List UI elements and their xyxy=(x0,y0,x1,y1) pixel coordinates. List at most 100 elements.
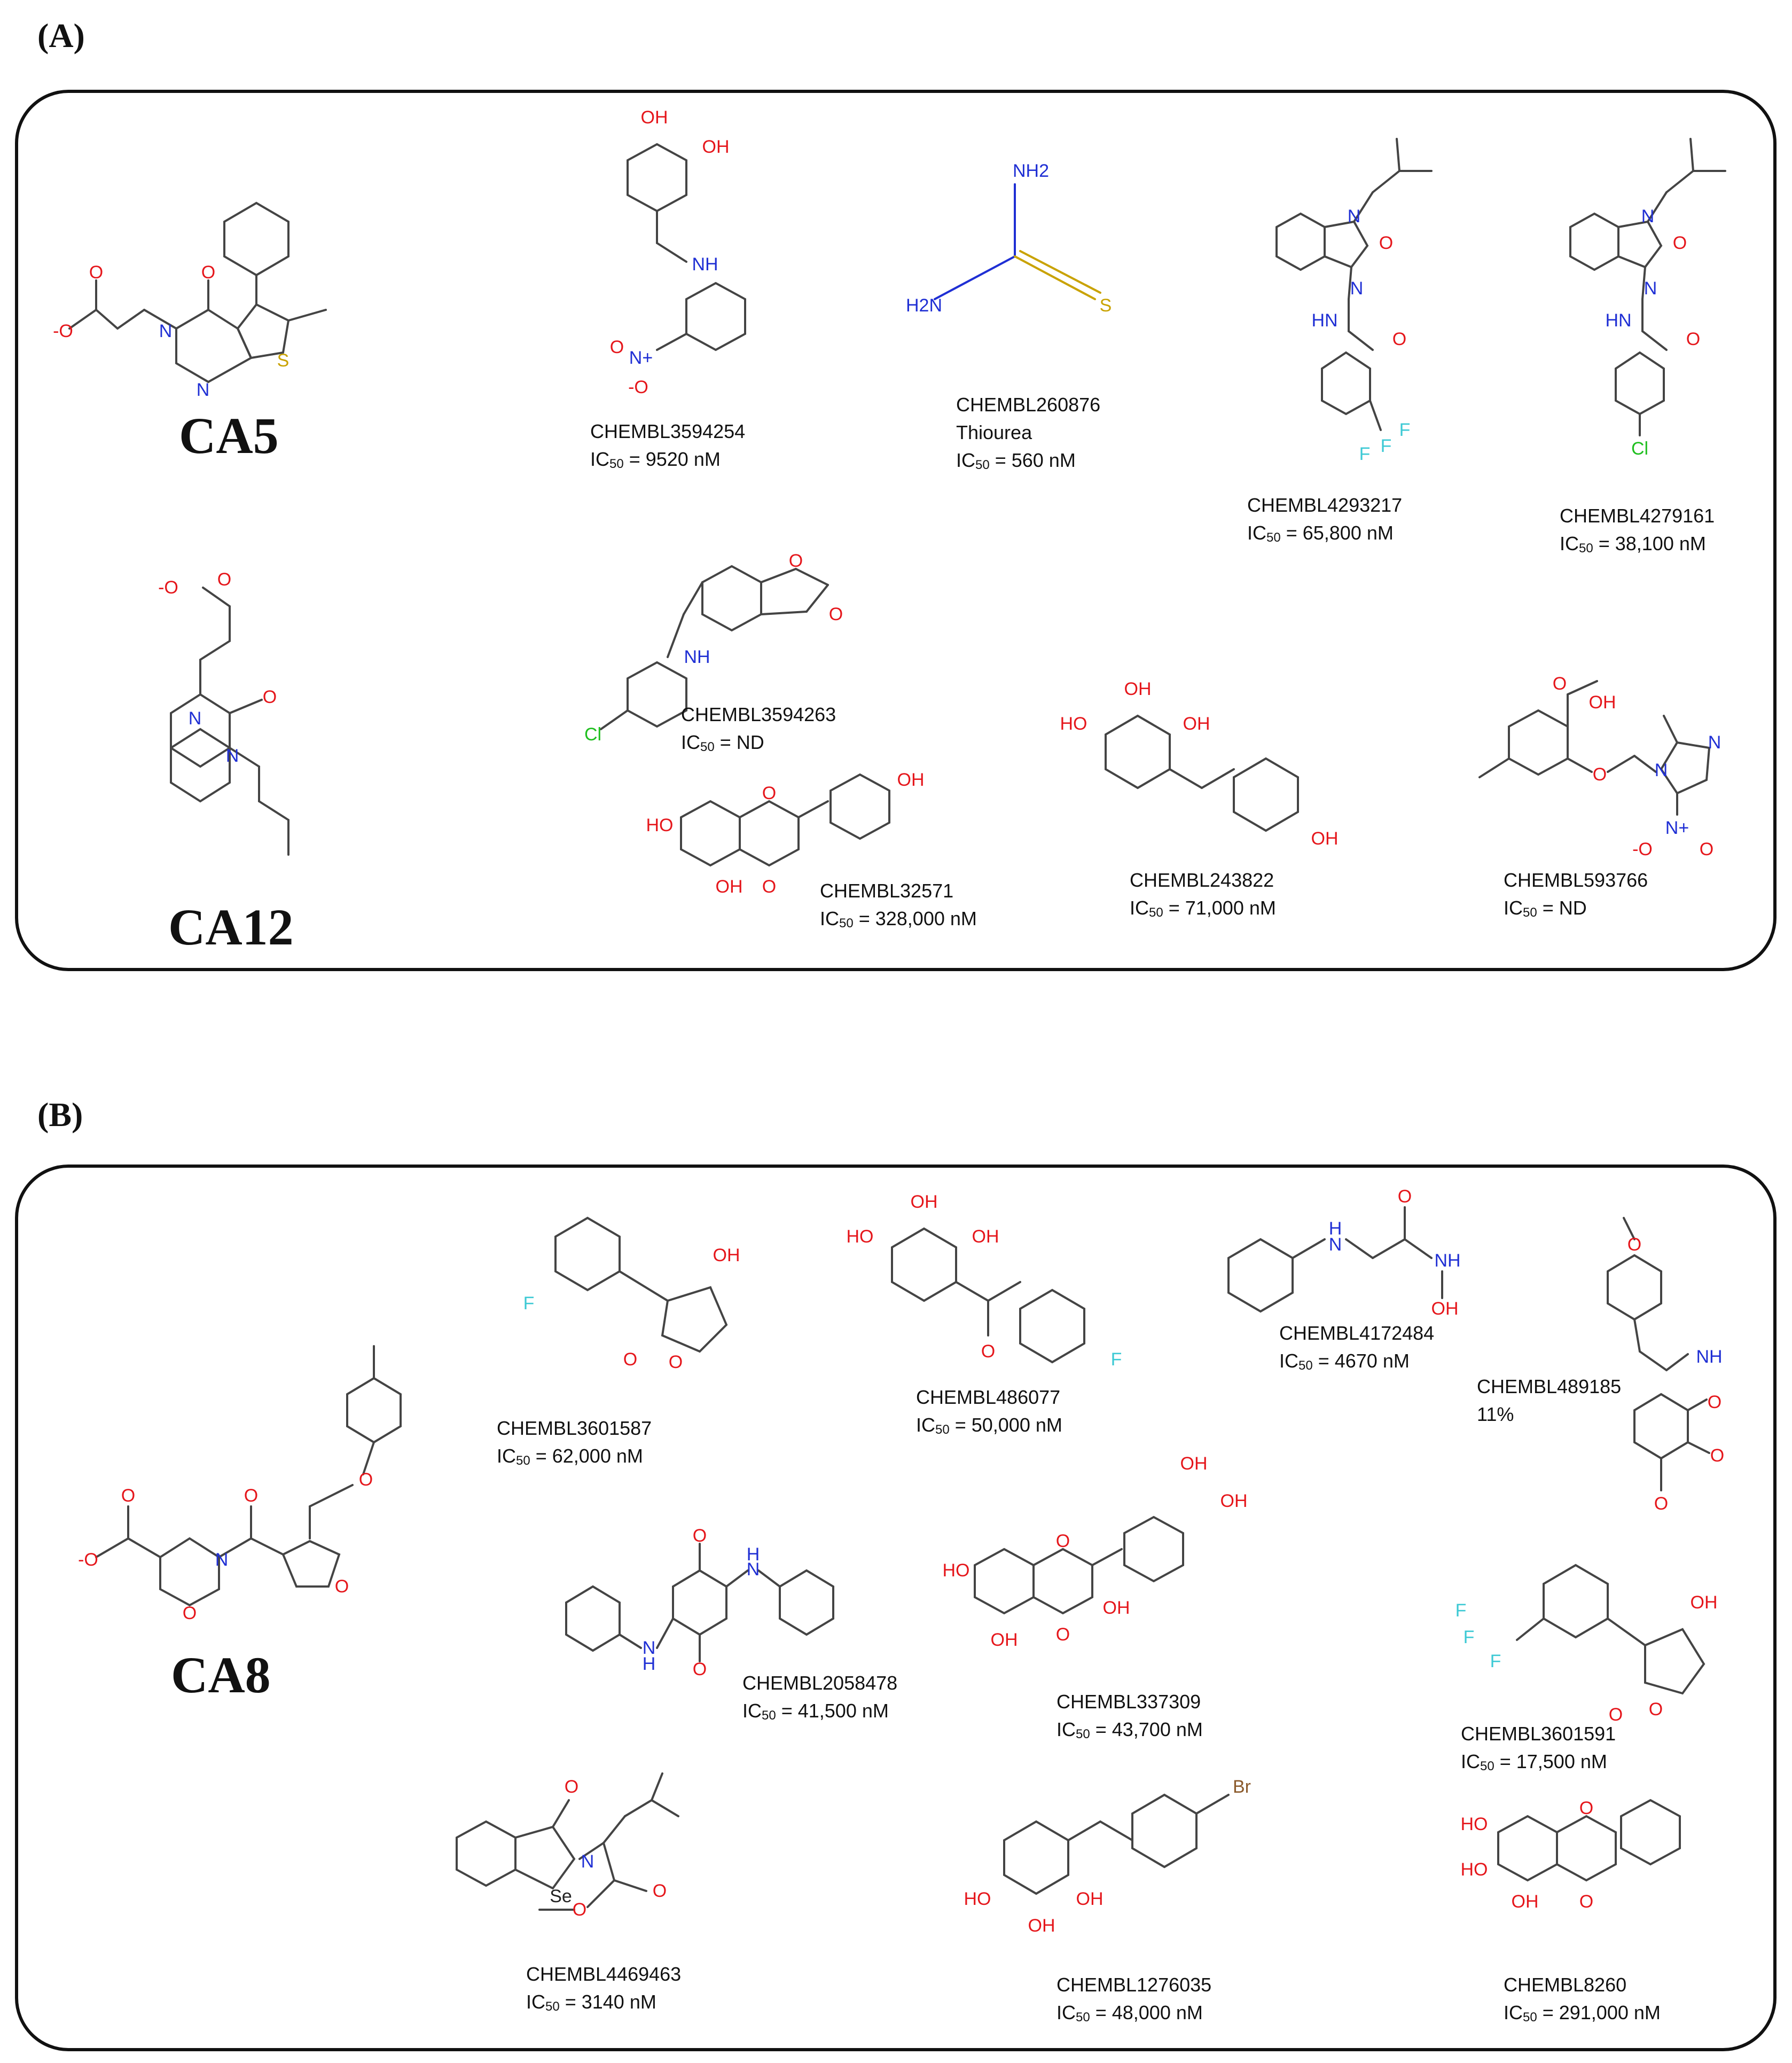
molecule-chembl4279161: N O N HN O Cl xyxy=(1569,138,1726,459)
svg-text:HN: HN xyxy=(1311,310,1337,331)
compound-id: CHEMBL3594263 xyxy=(681,704,836,725)
svg-text:O: O xyxy=(610,337,624,357)
svg-text:NH: NH xyxy=(1434,1251,1460,1271)
compound-id: CHEMBL4293217 xyxy=(1247,494,1403,516)
svg-text:HO: HO xyxy=(943,1560,970,1581)
svg-text:N: N xyxy=(159,321,173,341)
compound-activity: IC50 = 4670 nM xyxy=(1279,1350,1410,1373)
compound-id: CHEMBL4279161 xyxy=(1560,505,1715,527)
svg-text:N: N xyxy=(226,746,239,766)
compound-id: CHEMBL32571 xyxy=(820,880,954,902)
svg-text:NH: NH xyxy=(692,254,718,275)
compound-id: CHEMBL1276035 xyxy=(1057,1974,1212,1996)
svg-text:O: O xyxy=(693,1526,707,1546)
svg-text:O: O xyxy=(121,1486,135,1506)
panel-b-letter: (B) xyxy=(37,1096,83,1134)
compound-activity: IC50 = 17,500 nM xyxy=(1461,1751,1607,1773)
svg-text:HO: HO xyxy=(847,1226,874,1247)
svg-text:H2N: H2N xyxy=(906,295,942,316)
svg-text:OH: OH xyxy=(1431,1299,1459,1319)
svg-text:O: O xyxy=(89,262,103,283)
panel-a-frame xyxy=(15,90,1777,971)
svg-text:O: O xyxy=(201,262,215,283)
svg-text:O: O xyxy=(1392,329,1406,349)
molecule-chembl486077: OH OH HO O F xyxy=(847,1192,1122,1370)
svg-text:F: F xyxy=(523,1293,535,1314)
compound-id: CHEMBL3601587 xyxy=(497,1417,652,1439)
compound-id: CHEMBL2058478 xyxy=(742,1672,898,1694)
svg-text:O: O xyxy=(1686,329,1700,349)
svg-text:O: O xyxy=(789,551,803,571)
svg-text:OH: OH xyxy=(641,107,668,128)
compound-activity: IC50 = 9520 nM xyxy=(590,448,721,471)
compound-id: CHEMBL4469463 xyxy=(526,1963,682,1985)
svg-text:Br: Br xyxy=(1233,1777,1251,1797)
svg-text:O: O xyxy=(1379,233,1393,253)
svg-text:OH: OH xyxy=(716,877,743,897)
molecule-chembl1276035: Br HO OH OH xyxy=(964,1777,1251,1936)
compound-label-chembl243822: CHEMBL243822 IC50 = 71,000 nM xyxy=(1130,866,1276,927)
compound-id: CHEMBL489185 xyxy=(1477,1376,1622,1397)
svg-text:O: O xyxy=(217,569,231,590)
compound-activity: IC50 = 71,000 nM xyxy=(1130,897,1276,920)
compound-label-chembl3601587: CHEMBL3601587 IC50 = 62,000 nM xyxy=(497,1415,652,1475)
compound-label-chembl489185: CHEMBL489185 11% xyxy=(1477,1373,1621,1433)
compound-id: CHEMBL3601591 xyxy=(1461,1723,1616,1745)
svg-text:O: O xyxy=(762,783,776,803)
svg-text:H: H xyxy=(1329,1218,1342,1239)
svg-text:-O: -O xyxy=(53,321,73,341)
svg-text:N: N xyxy=(1655,760,1668,780)
svg-text:O: O xyxy=(565,1777,578,1797)
compound-label-chembl486077: CHEMBL486077 IC50 = 50,000 nM xyxy=(916,1384,1062,1444)
molecule-chembl593766: O OH O N N N+ -O O xyxy=(1478,674,1721,859)
template-label-ca8: CA8 xyxy=(171,1646,271,1703)
svg-text:N: N xyxy=(1348,206,1361,226)
svg-text:N: N xyxy=(197,380,210,400)
svg-text:F: F xyxy=(1455,1600,1467,1621)
svg-text:O: O xyxy=(1700,839,1713,859)
compound-name: Thiourea xyxy=(956,421,1032,443)
compound-label-chembl4469463: CHEMBL4469463 IC50 = 3140 nM xyxy=(526,1960,681,2021)
compound-id: CHEMBL486077 xyxy=(916,1386,1061,1408)
molecule-chembl3594254: OH OH NH N+ O -O xyxy=(610,107,746,397)
svg-text:OH: OH xyxy=(911,1192,938,1212)
svg-text:OH: OH xyxy=(1103,1598,1130,1618)
svg-text:N: N xyxy=(215,1550,229,1570)
compound-activity: 11% xyxy=(1477,1403,1514,1425)
molecule-chembl8260: HO HO O OH O xyxy=(1461,1798,1681,1912)
compound-activity: IC50 = 3140 nM xyxy=(526,1991,656,2014)
panel-a-letter: (A) xyxy=(37,17,85,54)
svg-text:O: O xyxy=(359,1470,373,1490)
svg-text:O: O xyxy=(244,1486,258,1506)
molecule-chembl4172484: H N O NH OH xyxy=(1227,1186,1461,1319)
svg-text:OH: OH xyxy=(972,1226,999,1247)
compound-id: CHEMBL8260 xyxy=(1504,1974,1627,1996)
compound-activity: IC50 = 62,000 nM xyxy=(497,1445,643,1468)
compound-activity: IC50 = ND xyxy=(681,731,764,754)
molecule-chembl243822: OH OH HO OH xyxy=(1060,679,1339,849)
compound-id: CHEMBL3594254 xyxy=(590,420,746,442)
svg-text:-O: -O xyxy=(1632,839,1653,859)
svg-text:O: O xyxy=(829,604,843,624)
svg-text:-O: -O xyxy=(158,577,178,598)
svg-text:O: O xyxy=(653,1881,667,1901)
svg-text:Cl: Cl xyxy=(584,724,601,745)
svg-text:N: N xyxy=(581,1851,594,1872)
svg-text:F: F xyxy=(1381,436,1392,456)
svg-text:S: S xyxy=(277,350,289,371)
compound-activity: IC50 = 50,000 nM xyxy=(916,1414,1062,1437)
molecule-chembl489185: O NH O O O xyxy=(1607,1217,1724,1514)
compound-activity: IC50 = 291,000 nM xyxy=(1504,2002,1661,2025)
svg-text:N: N xyxy=(747,1559,760,1580)
compound-activity: IC50 = 43,700 nM xyxy=(1057,1718,1203,1741)
svg-text:N: N xyxy=(1329,1234,1342,1255)
svg-text:N+: N+ xyxy=(629,348,653,368)
molecule-chembl3601591: F F F OH O O xyxy=(1455,1564,1718,1725)
svg-text:H: H xyxy=(747,1544,760,1565)
compound-label-chembl8260: CHEMBL8260 IC50 = 291,000 nM xyxy=(1504,1971,1661,2031)
compound-activity: IC50 = 48,000 nM xyxy=(1057,2002,1203,2025)
svg-text:NH: NH xyxy=(684,647,710,667)
compound-id: CHEMBL593766 xyxy=(1504,869,1648,891)
svg-text:OH: OH xyxy=(1311,829,1339,849)
svg-text:NH: NH xyxy=(1696,1347,1722,1367)
